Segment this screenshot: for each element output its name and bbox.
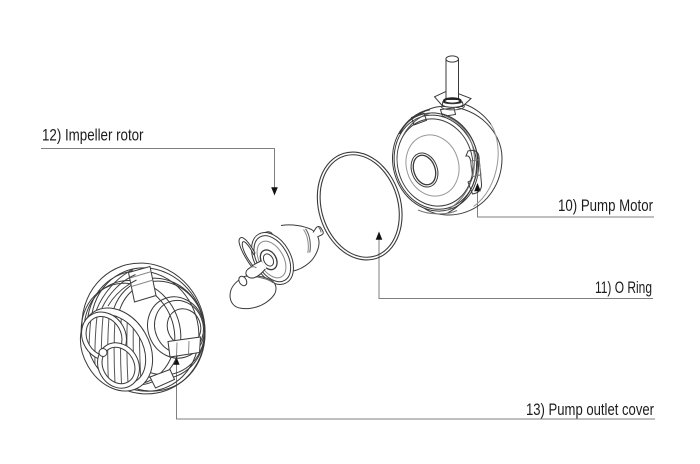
svg-text:10) Pump Motor: 10) Pump Motor (558, 197, 653, 215)
svg-text:11) O Ring: 11) O Ring (595, 279, 652, 297)
svg-text:13) Pump outlet cover: 13) Pump outlet cover (526, 401, 654, 419)
svg-text:12) Impeller rotor: 12) Impeller rotor (42, 127, 144, 145)
